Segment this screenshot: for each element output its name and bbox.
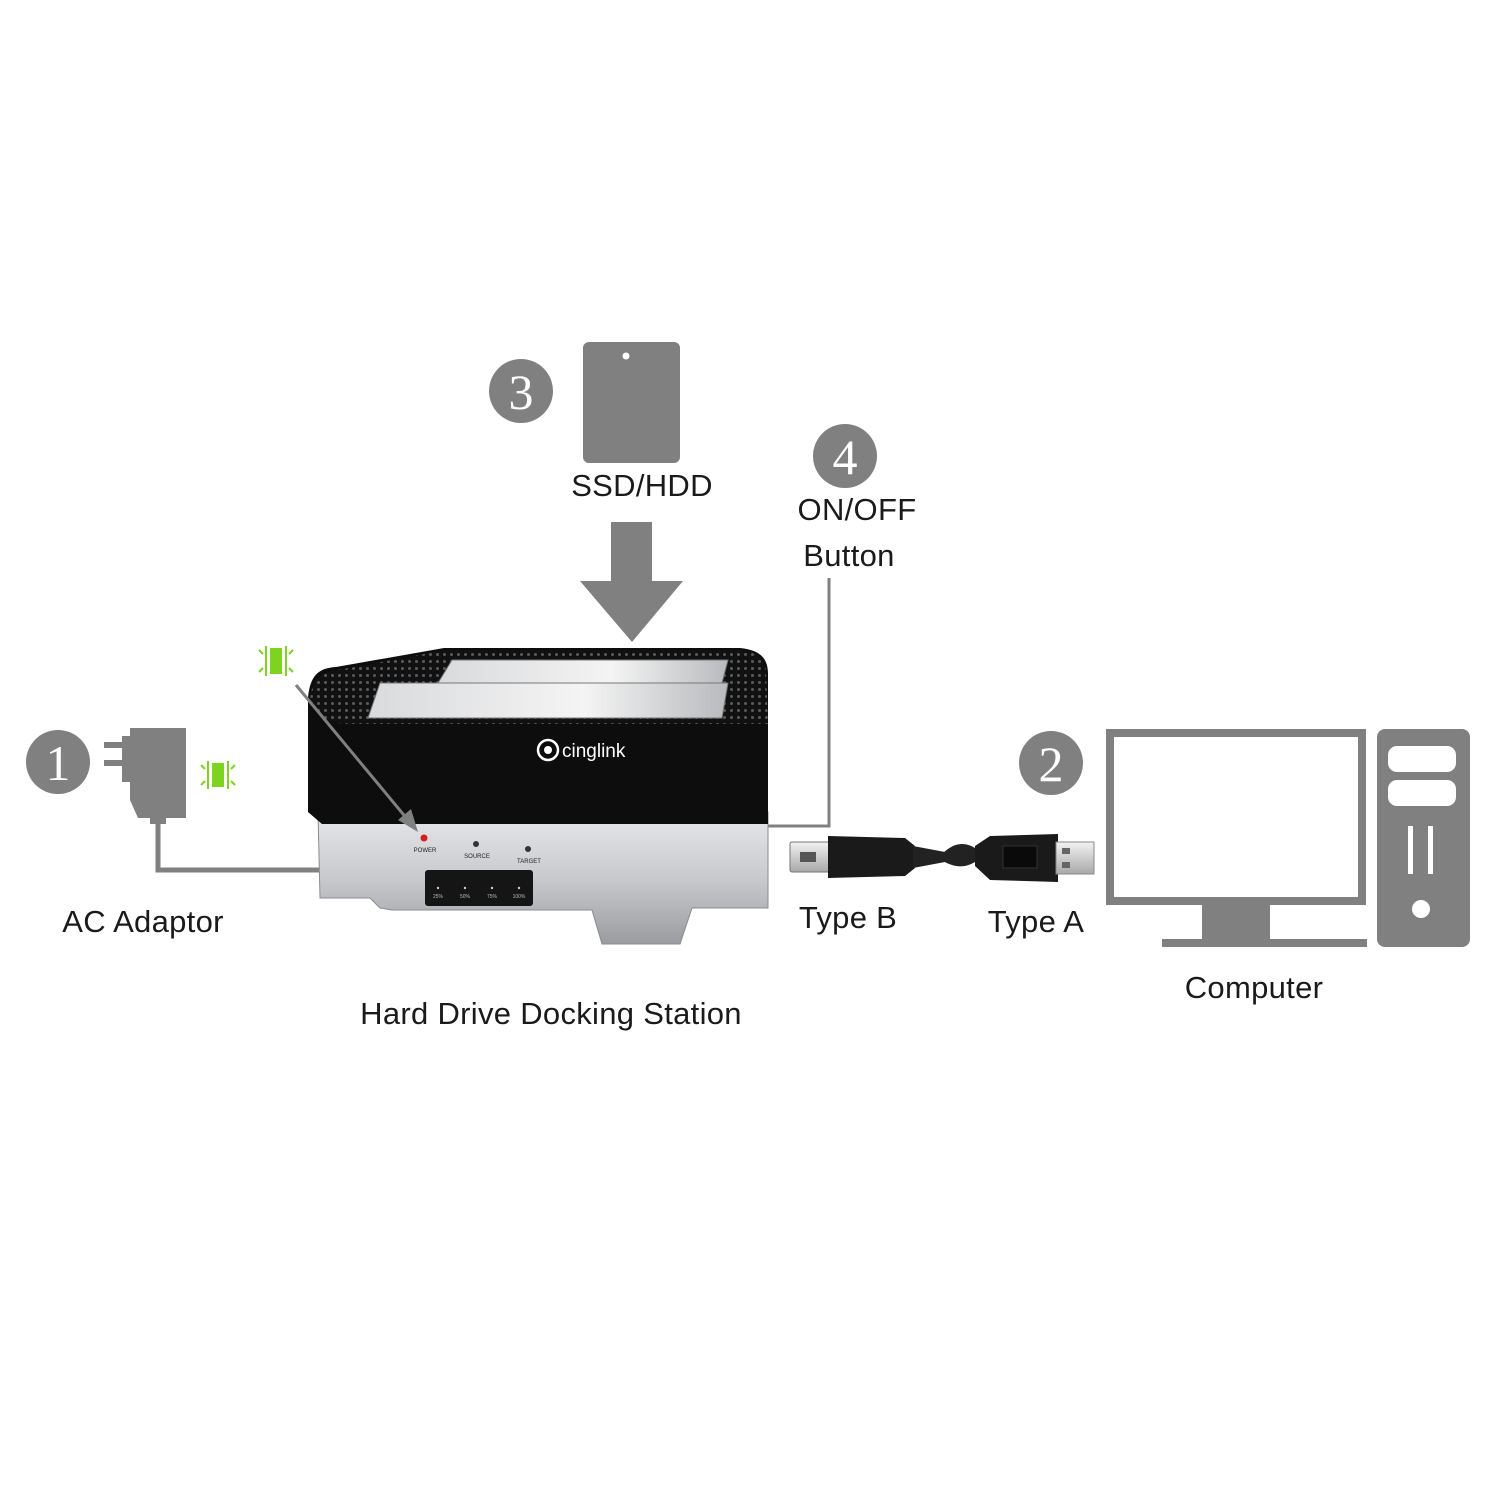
hard-drive-icon (583, 342, 680, 463)
step-3-badge: 3 (489, 359, 553, 423)
step-3-number: 3 (509, 364, 534, 420)
led-label-power: POWER (414, 848, 437, 854)
step-1-number: 1 (46, 735, 71, 791)
step-2-badge: 2 (1019, 731, 1083, 795)
progress-panel (425, 870, 533, 906)
insert-arrow-icon (580, 522, 683, 642)
docking-station-label: Hard Drive Docking Station (360, 996, 742, 1031)
ac-adaptor-label: AC Adaptor (62, 904, 224, 939)
source-led (473, 841, 479, 847)
progress-label-75: 75% (487, 894, 498, 900)
drive-slot-front (367, 682, 729, 719)
drive-slot-rear (437, 659, 729, 684)
power-button-leader-line (768, 578, 831, 828)
type-b-label: Type B (799, 900, 897, 935)
brand-text: cinglink (562, 741, 626, 762)
button-label: Button (803, 538, 894, 573)
target-led (525, 846, 531, 852)
progress-label-25: 25% (433, 894, 444, 900)
step-4-badge: 4 (813, 424, 877, 488)
cinglink-logo: cinglink (536, 738, 626, 762)
power-led (420, 834, 428, 842)
power-led-pointer-arrow (294, 684, 418, 832)
progress-label-100: 100% (513, 894, 526, 900)
computer-group: 2 Computer (1019, 729, 1470, 1005)
ssd-hdd-group: 3 SSD/HDD (489, 342, 713, 642)
monitor-icon (1106, 729, 1367, 947)
adaptor-led-green-icon (200, 761, 236, 789)
computer-label: Computer (1185, 970, 1324, 1005)
step-1-badge: 1 (26, 730, 90, 794)
tower-case-icon (1377, 729, 1470, 947)
usb-type-a-connector (1055, 841, 1095, 875)
usb-cable: Type B Type A (789, 834, 1095, 939)
ac-adaptor-group: 1 AC Adaptor (26, 728, 320, 939)
led-label-target: TARGET (517, 859, 541, 865)
power-led-green-icon (258, 646, 294, 676)
on-off-label: ON/OFF (798, 492, 917, 527)
progress-label-50: 50% (460, 894, 471, 900)
step-4-number: 4 (833, 429, 858, 485)
docking-station: cinglink POWER SOURCE TARGET 25% 50% 75%… (258, 646, 769, 1031)
power-cable-line (155, 818, 320, 873)
dock-base (317, 811, 769, 945)
led-label-source: SOURCE (464, 854, 490, 860)
ssd-hdd-label: SSD/HDD (571, 468, 713, 503)
ac-adaptor-icon (104, 728, 186, 824)
type-a-label: Type A (988, 904, 1085, 939)
power-button-group: 4 ON/OFF Button (768, 424, 917, 828)
step-2-number: 2 (1039, 736, 1064, 792)
